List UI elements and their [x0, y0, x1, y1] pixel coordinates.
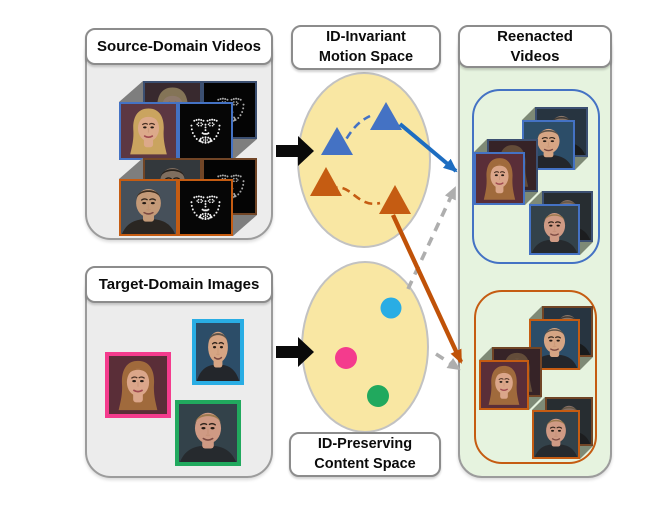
reenacted-videos-panel — [458, 25, 612, 478]
video-front-frame — [119, 102, 233, 160]
blue-motion-arrow — [398, 122, 458, 173]
encode-arrow-top — [276, 136, 314, 166]
video-front-frame — [119, 179, 233, 236]
reenacted-panel-title-line1: Reenacted — [497, 27, 573, 45]
source-video-stack-orange — [119, 158, 257, 236]
source-panel-title: Source-Domain Videos — [85, 28, 273, 65]
face-frame — [119, 179, 178, 236]
face-frame — [479, 360, 529, 410]
face-frame — [119, 102, 178, 160]
motion-space-title: ID-Invariant Motion Space — [291, 25, 441, 70]
facial-landmarks-frame — [178, 179, 233, 236]
target-panel-title: Target-Domain Images — [85, 266, 273, 303]
face-frame — [474, 152, 525, 205]
identity-dashed-arrow-to-blue-group — [406, 186, 457, 290]
reenacted-group-blue — [472, 89, 600, 264]
target-image-cyan — [192, 319, 244, 385]
reenacted-panel-title: Reenacted Videos — [458, 25, 612, 68]
pink-dot-marker — [335, 347, 357, 369]
motion-space-ellipse — [297, 72, 431, 248]
source-panel-title-text: Source-Domain Videos — [97, 37, 261, 55]
orange-triangle-marker-2 — [379, 185, 411, 214]
content-space-title-line2: Content Space — [314, 455, 416, 472]
blue-triangle-marker-2 — [370, 102, 402, 130]
orange-motion-trajectory — [329, 186, 381, 206]
cyan-dot-marker — [380, 297, 402, 319]
target-image-green — [175, 400, 241, 466]
identity-dashed-arrow-to-orange-group — [435, 352, 461, 371]
content-space-title: ID-Preserving Content Space — [289, 432, 441, 477]
orange-motion-arrow — [391, 214, 463, 364]
reenacted-video-orange-3 — [532, 397, 593, 459]
content-space-title-line1: ID-Preserving — [317, 436, 413, 453]
reenacted-group-orange — [474, 290, 597, 464]
encode-arrow-bottom — [276, 337, 314, 367]
facial-landmarks-frame — [178, 102, 233, 160]
green-dot-marker — [367, 385, 389, 407]
motion-space-title-line1: ID-Invariant — [326, 29, 406, 46]
face-frame — [532, 410, 580, 459]
reenacted-video-blue-3 — [529, 191, 593, 255]
reenacted-video-blue-2 — [474, 139, 538, 205]
motion-space-title-line2: Motion Space — [318, 48, 414, 65]
source-video-stack-blue — [119, 81, 257, 160]
target-image-pink — [105, 352, 171, 418]
target-panel-title-text: Target-Domain Images — [98, 275, 260, 293]
face-frame — [529, 204, 580, 255]
reenacted-panel-title-line2: Videos — [510, 47, 560, 65]
content-space-ellipse — [301, 261, 429, 433]
blue-triangle-marker-1 — [321, 127, 353, 155]
orange-triangle-marker-1 — [310, 167, 342, 196]
blue-motion-trajectory — [338, 114, 371, 151]
reenacted-video-orange-2 — [479, 347, 542, 410]
